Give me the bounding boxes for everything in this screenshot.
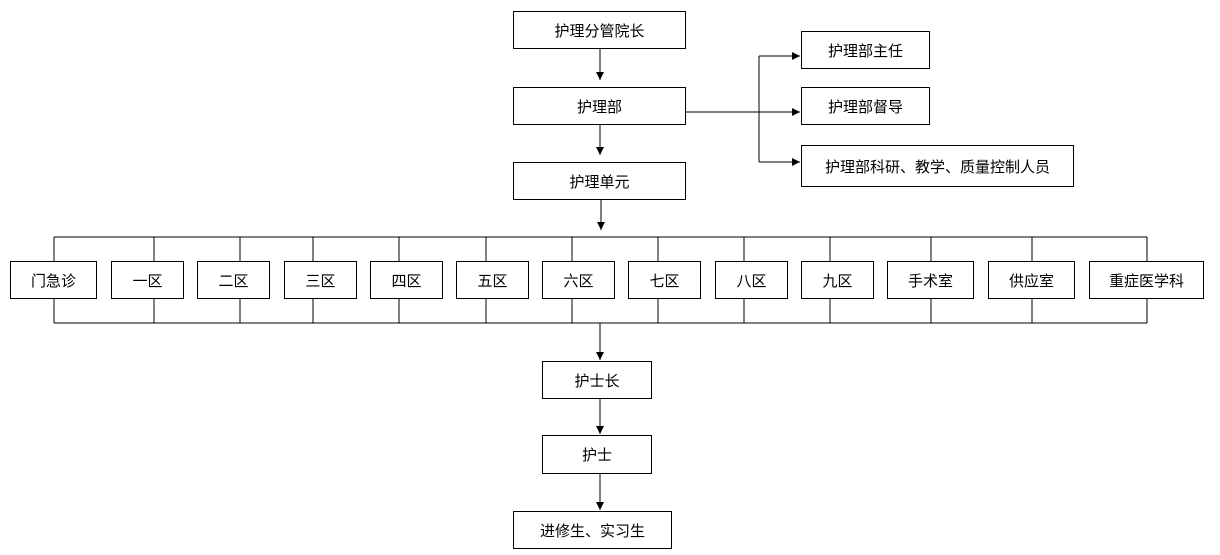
node-department-director: 护理部主任 xyxy=(801,31,930,69)
ward-drops xyxy=(53,237,1148,323)
node-ward: 三区 xyxy=(284,261,357,299)
node-department-supervisor: 护理部督导 xyxy=(801,87,930,125)
node-trainees-interns: 进修生、实习生 xyxy=(513,511,672,549)
node-ward: 九区 xyxy=(801,261,874,299)
node-ward: 门急诊 xyxy=(10,261,97,299)
node-ward: 五区 xyxy=(456,261,529,299)
node-ward: 供应室 xyxy=(988,261,1075,299)
node-ward: 七区 xyxy=(628,261,701,299)
node-nursing-vice-president: 护理分管院长 xyxy=(513,11,686,49)
node-ward: 手术室 xyxy=(887,261,974,299)
node-head-nurse: 护士长 xyxy=(542,361,652,399)
node-nurse: 护士 xyxy=(542,435,652,474)
node-ward: 八区 xyxy=(715,261,788,299)
node-ward: 二区 xyxy=(197,261,270,299)
node-ward: 六区 xyxy=(542,261,615,299)
node-research-teaching-quality-staff: 护理部科研、教学、质量控制人员 xyxy=(801,145,1074,187)
node-ward: 一区 xyxy=(111,261,184,299)
node-nursing-unit: 护理单元 xyxy=(513,162,686,200)
node-nursing-department: 护理部 xyxy=(513,87,686,125)
node-ward: 四区 xyxy=(370,261,443,299)
node-ward: 重症医学科 xyxy=(1089,261,1204,299)
